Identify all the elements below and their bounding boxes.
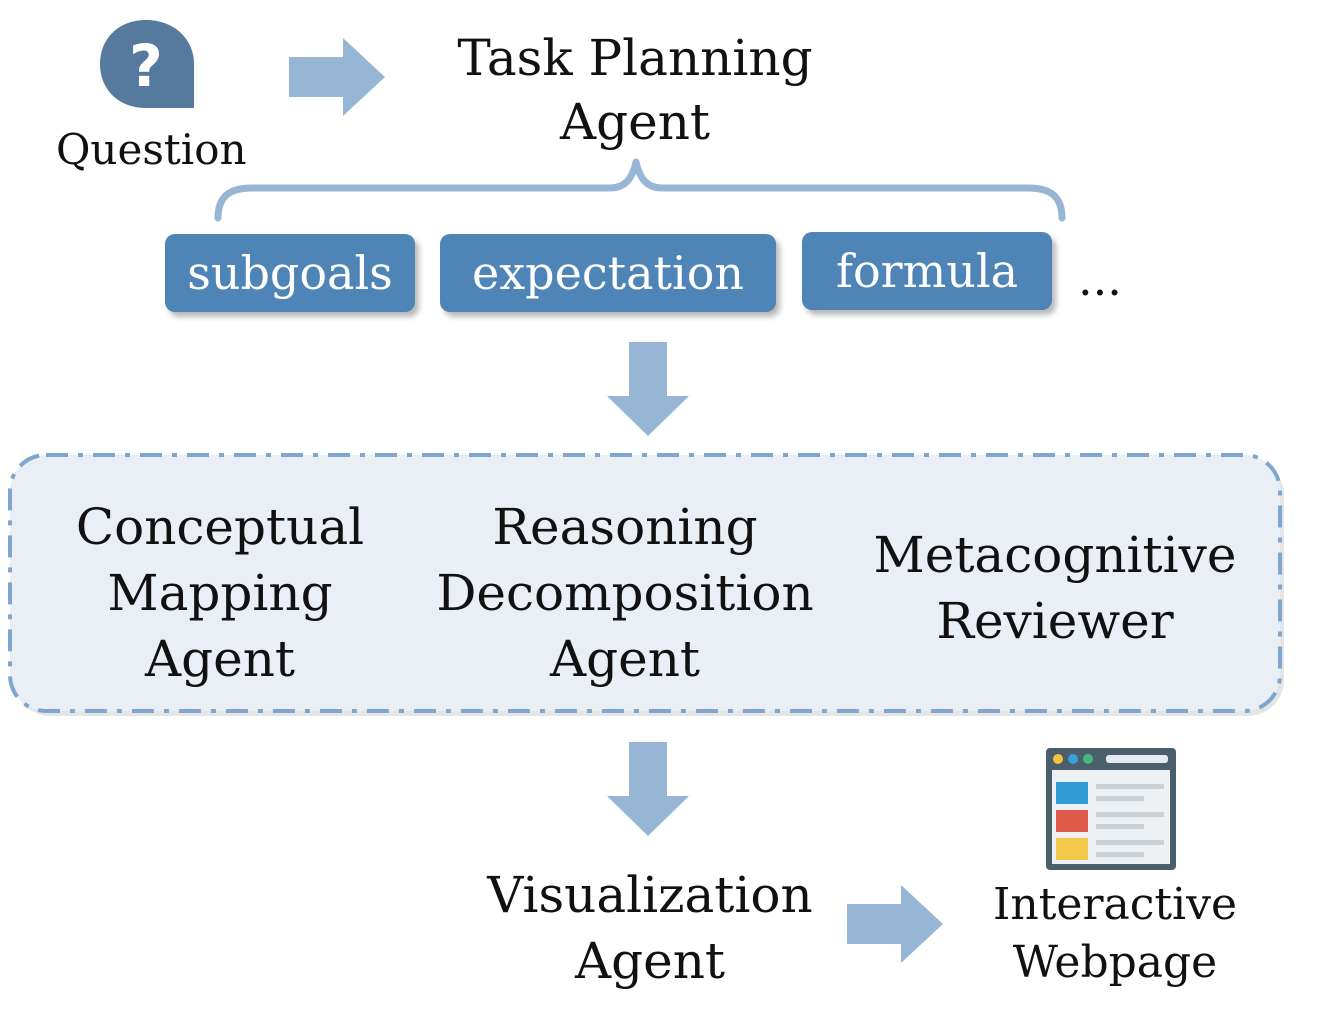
subgoals-pill: subgoals	[165, 234, 415, 312]
reasoning-decomposition-line2: Decomposition	[436, 564, 814, 622]
visualization-agent-title: Visualization Agent	[460, 862, 840, 994]
conceptual-mapping-line2: Mapping	[107, 564, 333, 622]
more-outputs-ellipsis: ...	[1078, 252, 1122, 306]
expectation-pill: expectation	[440, 234, 776, 312]
conceptual-mapping-line1: Conceptual	[75, 498, 365, 556]
formula-pill: formula	[802, 232, 1052, 310]
reasoning-decomposition-agent: Reasoning Decomposition Agent	[420, 494, 830, 692]
curly-brace	[212, 156, 1068, 222]
visualization-line2: Agent	[575, 932, 725, 990]
conceptual-mapping-line3: Agent	[145, 630, 295, 688]
reasoning-decomposition-line1: Reasoning	[492, 498, 758, 556]
interactive-webpage-label: Interactive Webpage	[980, 876, 1250, 992]
svg-text:?: ?	[129, 32, 163, 100]
reasoning-decomposition-line3: Agent	[550, 630, 700, 688]
arrow-down-icon	[605, 340, 691, 438]
arrow-right-icon	[843, 883, 945, 965]
visualization-line1: Visualization	[487, 866, 813, 924]
browser-window-icon	[1042, 744, 1180, 874]
task-planning-agent-title: Task Planning Agent	[430, 26, 840, 154]
question-bubble-icon: ?	[96, 16, 200, 116]
arrow-right-icon	[285, 36, 387, 118]
webpage-line2: Webpage	[1012, 937, 1218, 988]
agents-panel	[4, 450, 1290, 722]
webpage-line1: Interactive	[993, 879, 1237, 930]
task-planning-line1: Task Planning	[457, 29, 813, 87]
question-label: Question	[56, 125, 247, 174]
metacognitive-reviewer-line2: Reviewer	[936, 592, 1174, 650]
task-planning-line2: Agent	[560, 93, 710, 151]
metacognitive-reviewer-line1: Metacognitive	[873, 526, 1237, 584]
conceptual-mapping-agent: Conceptual Mapping Agent	[62, 494, 378, 692]
metacognitive-reviewer: Metacognitive Reviewer	[860, 522, 1250, 654]
arrow-down-icon	[605, 740, 691, 838]
